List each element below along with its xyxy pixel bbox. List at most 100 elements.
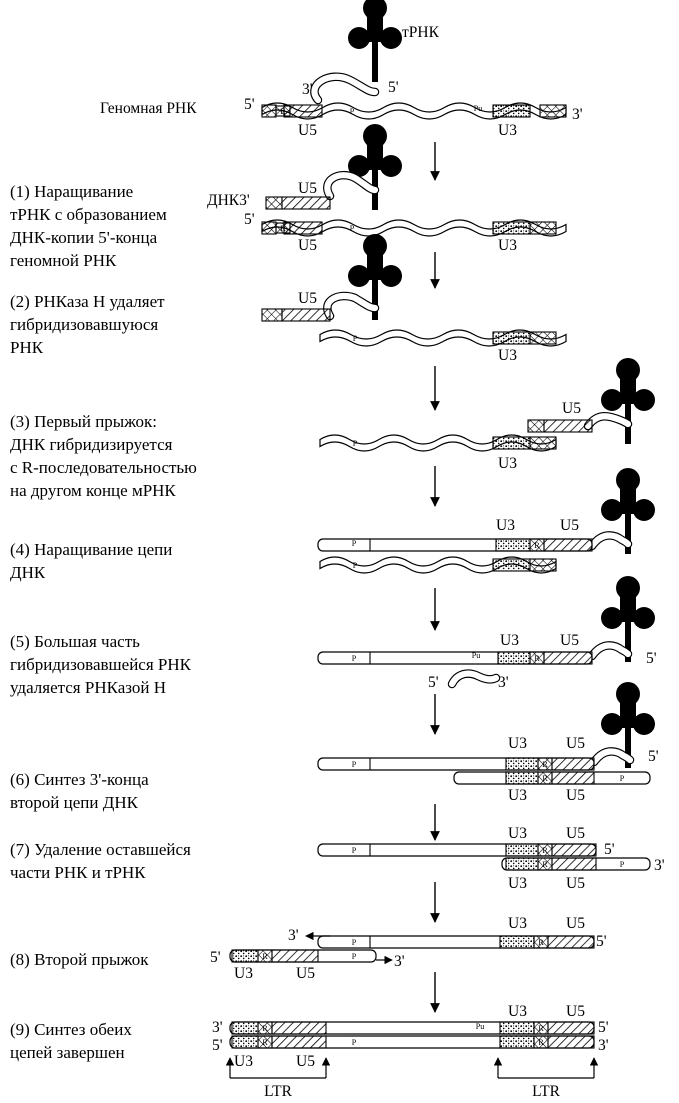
u5-segment: [551, 857, 597, 871]
trna-icon: [601, 682, 655, 768]
primer-loop: [590, 748, 634, 766]
u3-segment: [492, 558, 531, 572]
r-label: R: [542, 860, 548, 869]
p-label: P: [352, 846, 357, 855]
step-7-line: части РНК и тРНК: [10, 863, 146, 882]
step-1-line: тРНК с образованием: [10, 205, 167, 224]
five-prime-label: 5': [244, 96, 255, 113]
five-prime-label: 5': [648, 748, 659, 765]
u5-segment: [281, 308, 331, 322]
u5-segment: [551, 757, 595, 771]
r-label: R: [542, 846, 548, 855]
step-3-line: на другом конце мРНК: [10, 481, 176, 500]
r-segment-3: [529, 558, 557, 572]
trna-stem: [625, 708, 631, 768]
three-prime-label: 3': [302, 81, 313, 98]
trna-core: [367, 16, 383, 32]
r-segment-3: [539, 104, 567, 118]
trna-stem: [372, 150, 378, 210]
p-label: P: [353, 439, 358, 448]
step-1-line: ДНК-копии 5'-конца: [10, 228, 158, 247]
r-label: R: [534, 654, 540, 663]
r-label: R: [262, 1038, 268, 1047]
step-9-line: цепей завершен: [10, 1043, 125, 1062]
u5-label: U5: [298, 290, 317, 307]
r-segment: [527, 419, 545, 433]
trna-icon: [348, 234, 402, 320]
u3-label: U3: [508, 915, 527, 932]
u3-segment: [497, 651, 531, 665]
r-segment: [275, 105, 291, 117]
u3-segment: [492, 331, 531, 345]
trna-stem: [625, 602, 631, 662]
step-5-line: (5) Большая часть: [10, 632, 140, 651]
trna-icon: [601, 468, 655, 554]
primer-loop: [584, 413, 632, 430]
three-prime-label: 3': [288, 927, 299, 944]
trna-icon: [348, 124, 402, 210]
u5-segment: [543, 651, 593, 665]
trna-loop-top: [616, 682, 640, 706]
p-label: P: [353, 561, 358, 570]
trna-loop-top: [616, 576, 640, 600]
u3-segment: [505, 771, 539, 785]
u3-segment: [492, 436, 531, 450]
p-label: P: [620, 860, 625, 869]
step-3-line: с R-последовательностью: [10, 458, 197, 477]
u3-segment: [495, 538, 531, 552]
dna3-label: ДНК3': [207, 192, 250, 209]
r-label: R: [542, 774, 548, 783]
step-2-line: РНК: [10, 338, 44, 357]
step-8-caption: (8) Второй прыжок: [10, 948, 149, 971]
trna-icon: [601, 576, 655, 662]
r-label: R: [262, 1024, 268, 1033]
u5-segment: [281, 196, 331, 210]
trna-arms: [612, 612, 644, 622]
p-label: P: [353, 334, 358, 343]
three-prime-label: 3': [498, 674, 509, 691]
trna-core: [367, 254, 383, 270]
step-2-line: (2) РНКаза Н удаляет: [10, 292, 165, 311]
u3-segment: [499, 1035, 535, 1049]
step-3-line: ДНК гибридизируется: [10, 435, 173, 454]
r-segment-3: [529, 331, 557, 345]
u3-segment: [231, 1035, 259, 1049]
trna-label: тРНК: [402, 24, 440, 41]
u5-label: U5: [566, 735, 585, 752]
u5-label: U5: [298, 180, 317, 197]
r-label: R: [542, 760, 548, 769]
r-segment-3: [529, 221, 557, 235]
r-label: R: [280, 107, 286, 116]
u3-label: U3: [508, 787, 527, 804]
r-label: R: [538, 938, 544, 947]
step-1-line: (1) Наращивание: [10, 182, 134, 201]
u3-segment: [492, 104, 531, 118]
p-label: P: [352, 539, 357, 548]
ltr-label-left: LTR: [264, 1083, 293, 1100]
p-label: P: [620, 774, 625, 783]
genomic-rna-label: Геномная РНК: [100, 100, 197, 117]
u5-label: U5: [562, 400, 581, 417]
r-segment-3: [529, 436, 557, 450]
u5-label: U5: [566, 1003, 585, 1020]
u5-segment: [543, 419, 593, 433]
rna-fragment: [448, 670, 500, 688]
trna-stem: [625, 494, 631, 554]
u5-segment: [547, 935, 595, 949]
u5-label: U5: [298, 122, 317, 139]
trna-core: [367, 144, 383, 160]
r-label: R: [538, 1024, 544, 1033]
r-segment: [275, 222, 291, 234]
trna-arms: [359, 32, 391, 42]
five-prime-label: 5': [210, 949, 221, 966]
primer-loop: [588, 642, 632, 660]
trna-core: [620, 488, 636, 504]
u3-label: U3: [496, 517, 515, 534]
trna-primer-loop: [311, 73, 379, 104]
u3-label: U3: [498, 455, 517, 472]
five-prime-label: 5': [596, 933, 607, 950]
u5-label: U5: [566, 915, 585, 932]
